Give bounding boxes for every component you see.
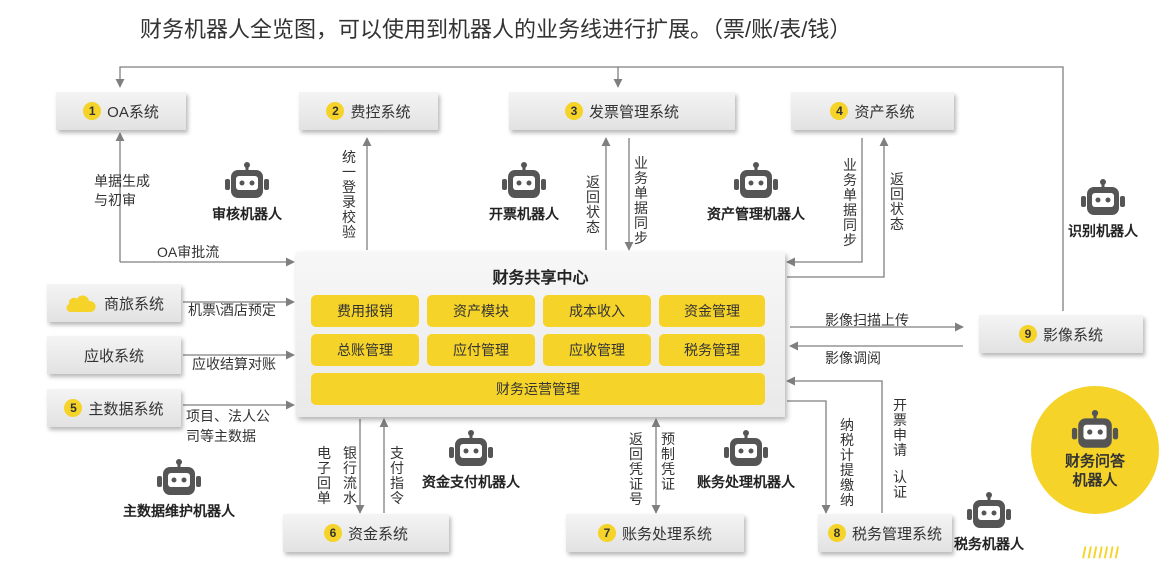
account-system-box[interactable]: 7 账务处理系统	[566, 514, 744, 552]
tax-robot: 税务机器人	[954, 492, 1024, 554]
label-return-status-asset: 返回状态	[890, 171, 904, 232]
cloud-icon	[66, 295, 96, 312]
robot-name: 税务机器人	[954, 536, 1024, 552]
module-fund[interactable]: 资金管理	[659, 295, 765, 327]
master-maint-robot: 主数据维护机器人	[123, 459, 235, 521]
system-number: 7	[597, 524, 616, 542]
label-pre-voucher: 预制凭证	[661, 431, 675, 492]
qa-robot-circle[interactable]: 财务问答机器人	[1031, 386, 1159, 514]
robot-name: 资产管理机器人	[707, 206, 805, 222]
hub-title: 财务共享中心	[492, 270, 589, 287]
asset-system-box[interactable]: 4 资产系统	[791, 92, 954, 130]
label-sso: 统一登录校验	[342, 149, 356, 240]
system-number: 8	[827, 524, 846, 542]
finance-shared-center: 财务共享中心 费用报销 资产模块 成本收入 资金管理 总账管理 应付管理 应收管…	[296, 252, 785, 417]
robot-name: 账务处理机器人	[697, 474, 795, 490]
system-label: 发票管理系统	[588, 103, 679, 121]
robot-icon	[1071, 410, 1119, 452]
travel-system-box[interactable]: 商旅系统	[47, 284, 181, 322]
recognition-robot: 识别机器人	[1068, 179, 1138, 241]
label-biz-sync-asset: 业务单据同步	[843, 157, 857, 248]
robot-icon	[733, 162, 779, 202]
robot-icon	[224, 162, 270, 202]
receivable-system-box[interactable]: 应收系统	[47, 336, 181, 374]
accounting-robot: 账务处理机器人	[697, 430, 795, 492]
system-number: 5	[64, 399, 83, 417]
label-bank-flow: 银行流水	[343, 445, 357, 506]
decorative-stripes: ///////	[1082, 545, 1121, 562]
qa-robot-name: 财务问答机器人	[1064, 453, 1125, 489]
module-asset[interactable]: 资产模块	[427, 295, 535, 327]
label-master-data-1: 项目、法人公	[186, 408, 270, 424]
audit-robot: 审核机器人	[212, 162, 282, 224]
label-ticket-hotel: 机票\酒店预定	[188, 302, 276, 318]
system-label: 账务处理系统	[621, 525, 712, 543]
label-image-view: 影像调阅	[825, 350, 881, 366]
system-number: 9	[1018, 325, 1037, 343]
robot-name: 开票机器人	[489, 206, 559, 222]
label-oa-flow: OA审批流	[157, 244, 220, 260]
system-label: 资产系统	[854, 103, 915, 121]
system-label: 影像系统	[1042, 326, 1103, 344]
label-invoice-apply: 开票申请	[893, 397, 907, 458]
invoicing-robot: 开票机器人	[489, 162, 559, 224]
module-cost-income[interactable]: 成本收入	[543, 295, 651, 327]
label-doc-gen: 单据生成	[94, 173, 150, 189]
system-label: 费控系统	[350, 103, 411, 121]
master-data-system-box[interactable]: 5 主数据系统	[47, 389, 181, 427]
robot-name: 资金支付机器人	[422, 474, 520, 490]
fee-control-system-box[interactable]: 2 费控系统	[299, 92, 438, 130]
label-certify: 认证	[893, 469, 907, 500]
label-master-data-2: 司等主数据	[186, 428, 256, 444]
robot-name: 识别机器人	[1068, 223, 1138, 239]
robot-name: 审核机器人	[212, 206, 282, 222]
robot-icon	[966, 492, 1012, 532]
label-biz-sync: 业务单据同步	[634, 155, 648, 246]
label-return-status: 返回状态	[586, 174, 600, 235]
page-title: 财务机器人全览图，可以使用到机器人的业务线进行扩展。（票/账/表/钱）	[140, 17, 852, 42]
robot-icon	[448, 430, 494, 470]
module-tax[interactable]: 税务管理	[659, 334, 765, 366]
system-number: 3	[564, 102, 583, 120]
label-first-review: 与初审	[94, 192, 136, 208]
asset-mgmt-robot: 资产管理机器人	[707, 162, 805, 224]
label-ar-settle: 应收结算对账	[192, 356, 276, 372]
robot-name: 主数据维护机器人	[123, 503, 235, 519]
system-label: 主数据系统	[88, 400, 164, 418]
label-image-upload: 影像扫描上传	[825, 312, 909, 328]
system-number: 2	[326, 102, 345, 120]
system-number: 1	[83, 102, 102, 120]
system-label: 商旅系统	[103, 295, 164, 313]
system-number: 4	[830, 102, 849, 120]
module-operations[interactable]: 财务运营管理	[311, 373, 765, 405]
system-number: 6	[323, 524, 342, 542]
image-system-box[interactable]: 9 影像系统	[979, 315, 1143, 353]
fund-pay-robot: 资金支付机器人	[422, 430, 520, 492]
module-receivable[interactable]: 应收管理	[543, 334, 651, 366]
robot-icon	[723, 430, 769, 470]
robot-icon	[1080, 179, 1126, 219]
system-label: OA系统	[107, 103, 159, 121]
oa-system-box[interactable]: 1 OA系统	[56, 92, 186, 130]
invoice-system-box[interactable]: 3 发票管理系统	[509, 92, 735, 130]
label-return-voucher: 返回凭证号	[629, 431, 643, 507]
module-expense[interactable]: 费用报销	[311, 295, 419, 327]
fund-system-box[interactable]: 6 资金系统	[283, 514, 449, 552]
label-tax-calc: 纳税计提缴纳	[840, 417, 854, 508]
system-label: 资金系统	[347, 525, 408, 543]
module-payable[interactable]: 应付管理	[427, 334, 535, 366]
robot-icon	[156, 459, 202, 499]
label-pay-cmd: 支付指令	[390, 445, 404, 506]
robot-icon	[501, 162, 547, 202]
label-e-receipt: 电子回单	[317, 445, 331, 506]
module-ledger[interactable]: 总账管理	[311, 334, 419, 366]
system-label: 应收系统	[83, 347, 144, 365]
system-label: 税务管理系统	[851, 525, 942, 543]
tax-system-box[interactable]: 8 税务管理系统	[818, 514, 952, 552]
